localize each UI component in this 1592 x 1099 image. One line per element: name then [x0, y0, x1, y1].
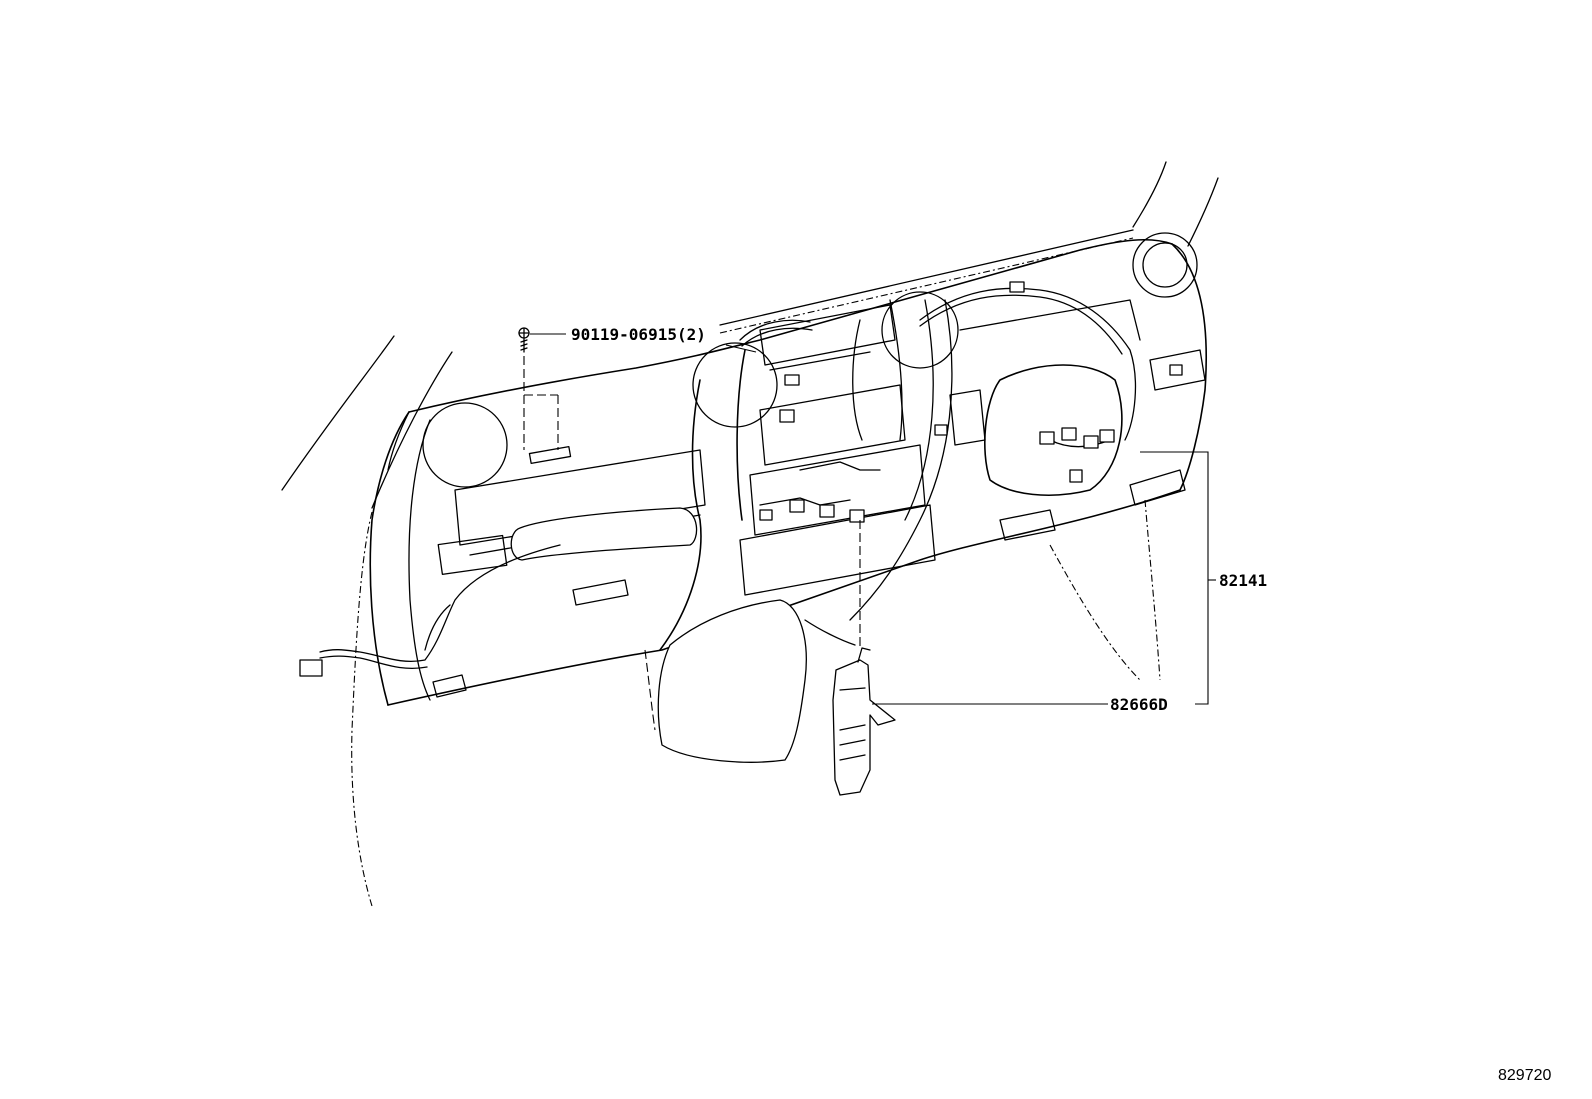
callout-clamp-part-number: 82666D [1110, 695, 1168, 714]
clamp-bracket-icon [832, 520, 896, 796]
wire-harness [299, 281, 1183, 677]
windshield-pillar-right [1132, 161, 1219, 247]
callout-bolt-part-number: 90119-06915(2) [571, 325, 706, 344]
body-outline [351, 499, 1161, 907]
bolt-icon [518, 327, 559, 450]
leader-lines [530, 333, 1216, 705]
instrument-panel [369, 229, 1208, 763]
diagram-reference-number: 829720 [1498, 1067, 1551, 1084]
windshield-pillar-left [281, 335, 453, 509]
callout-harness-part-number: 82141 [1219, 571, 1267, 590]
